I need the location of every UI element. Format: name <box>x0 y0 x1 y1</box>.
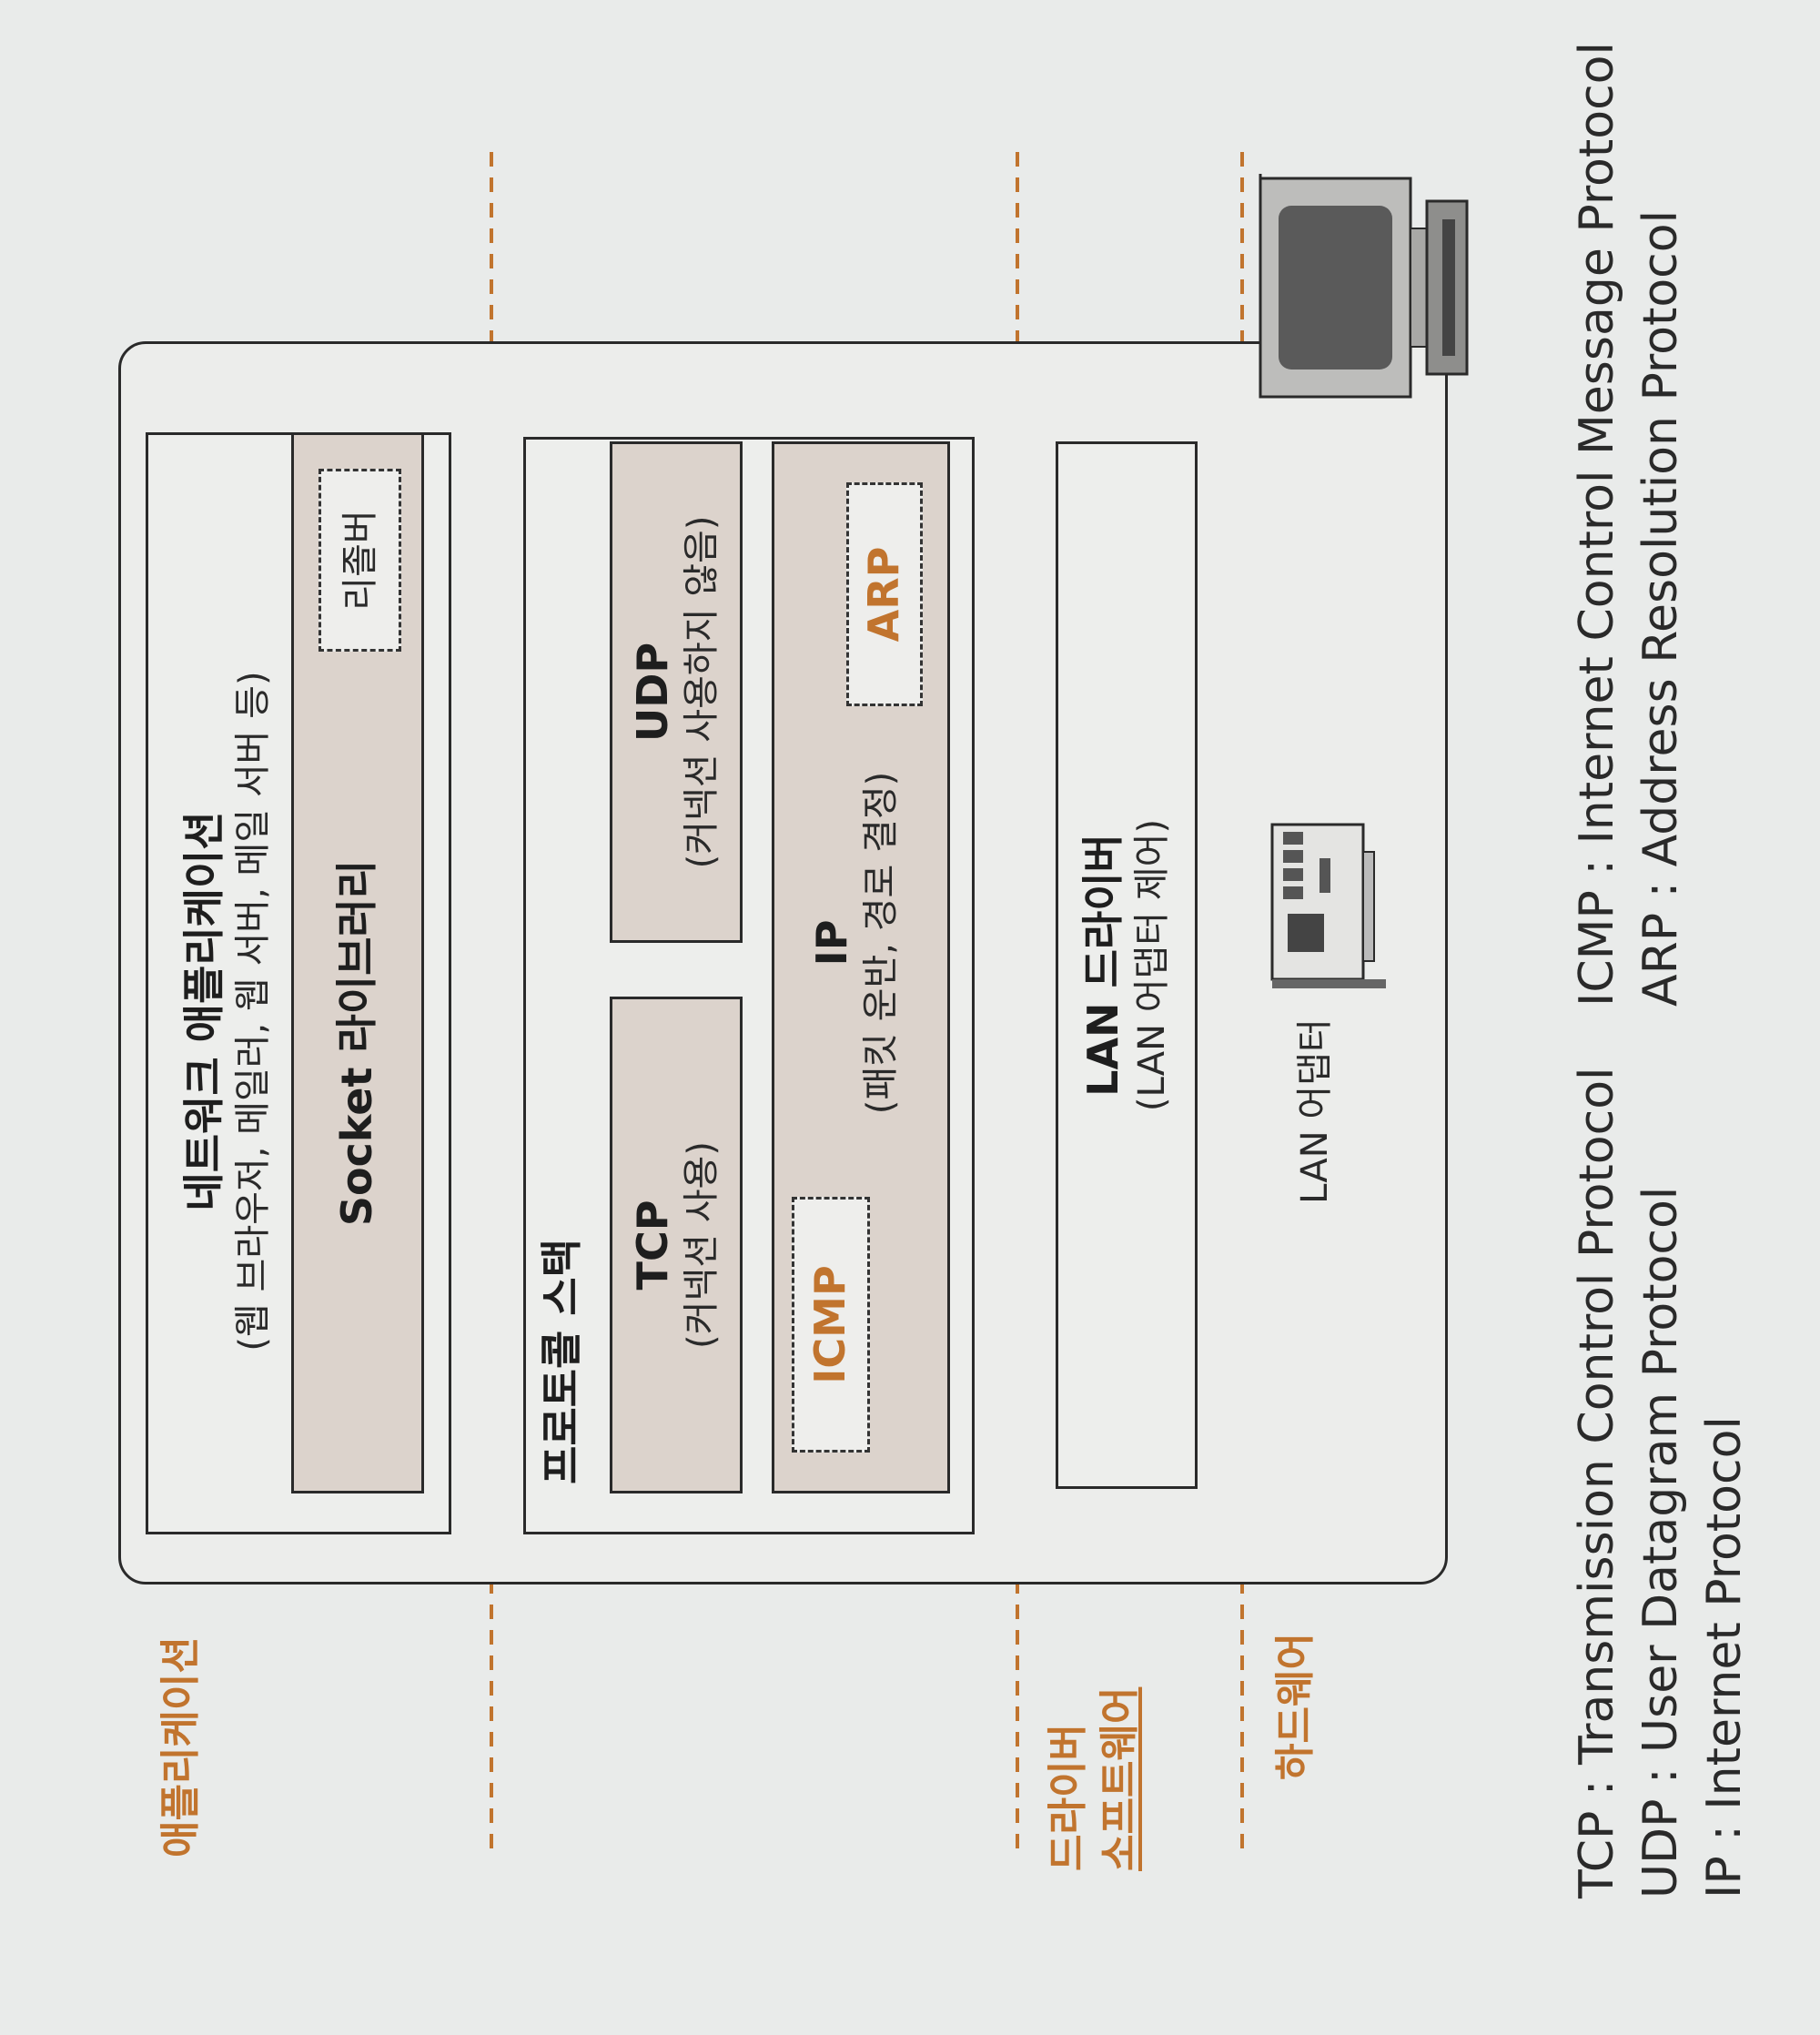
legend-ip: IP : Internet Protocol <box>1697 1416 1753 1898</box>
legend-udp: UDP : User Datagram Protocol <box>1633 1186 1689 1898</box>
lan-driver-desc: (LAN 어댑터 제어) <box>1130 818 1173 1112</box>
layer-label-hardware: 하드웨어 <box>1272 1633 1319 1780</box>
lan-adapter-label: LAN 어댑터 <box>1294 1018 1336 1204</box>
icmp-box: ICMP <box>792 1197 870 1453</box>
legend-arp: ARP : Address Resolution Protocol <box>1633 209 1689 1007</box>
network-application-text: 네트워크 애플리케이션 (웹 브라우저, 메일러, 웹 서버, 메일 서버 등) <box>164 624 291 1398</box>
layer-label-driver-software: 드라이버 소프트웨어 <box>1042 1562 1146 1871</box>
udp-desc: (커넥션 사용하지 않음) <box>680 515 723 869</box>
ip-text: IP (패킷 운반, 경로 결정) <box>783 724 928 1161</box>
ip-desc: (패킷 운반, 경로 결정) <box>859 771 902 1115</box>
tcp-label: TCP <box>628 1200 678 1291</box>
legend-col-1: TCP : Transmission Control Protocol UDP … <box>1565 1068 1757 1898</box>
ip-label: IP <box>807 919 857 967</box>
arp-box: ARP <box>846 482 923 706</box>
lan-adapter-card-icon <box>1270 823 1386 988</box>
network-application-title: 네트워크 애플리케이션 <box>179 811 229 1211</box>
legend-icmp: ICMP : Internet Control Message Protocol <box>1570 42 1624 1007</box>
arp-label: ARP <box>859 546 909 643</box>
tcp-box: TCP (커넥션 사용) <box>610 997 743 1493</box>
layer-label-application: 애플리케이션 <box>157 1636 204 1858</box>
layer-label-driver-line1: 드라이버 <box>1045 1724 1091 1871</box>
legend-col-2: ICMP : Internet Control Message Protocol… <box>1565 42 1693 1007</box>
socket-library-label: Socket 라이브러리 <box>332 859 381 1227</box>
resolver-label: 리졸버 <box>339 510 381 611</box>
icmp-label: ICMP <box>805 1265 855 1384</box>
network-application-subtitle: (웹 브라우저, 메일러, 웹 서버, 메일 서버 등) <box>231 671 274 1352</box>
legend-tcp: TCP : Transmission Control Protocol <box>1570 1067 1624 1898</box>
protocol-stack-title: 프로토콜 스택 <box>537 1239 586 1484</box>
udp-box: UDP (커넥션 사용하지 않음) <box>610 441 743 943</box>
resolver-box: 리졸버 <box>318 469 401 652</box>
computer-icon <box>1259 177 1469 399</box>
lan-driver-title: LAN 드라이버 <box>1078 834 1128 1097</box>
tcp-desc: (커넥션 사용) <box>680 1141 723 1349</box>
layer-label-driver-line2: 소프트웨어 <box>1097 1686 1144 1871</box>
lan-driver-box: LAN 드라이버 (LAN 어댑터 제어) <box>1056 441 1198 1489</box>
udp-label: UDP <box>628 642 678 743</box>
